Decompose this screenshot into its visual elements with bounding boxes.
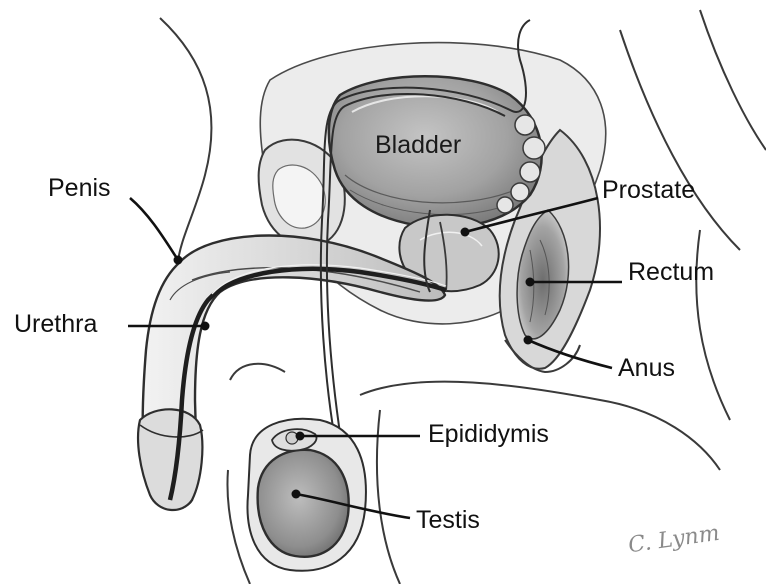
label-penis: Penis bbox=[48, 174, 111, 202]
label-bladder: Bladder bbox=[375, 131, 461, 159]
label-epididymis: Epididymis bbox=[428, 420, 549, 448]
label-rectum: Rectum bbox=[628, 258, 714, 286]
label-anus: Anus bbox=[618, 354, 675, 382]
leader-penis bbox=[130, 198, 183, 265]
label-testis: Testis bbox=[416, 506, 480, 534]
artist-signature: C. Lynm bbox=[627, 521, 721, 559]
label-prostate: Prostate bbox=[602, 176, 695, 204]
label-urethra: Urethra bbox=[14, 310, 97, 338]
